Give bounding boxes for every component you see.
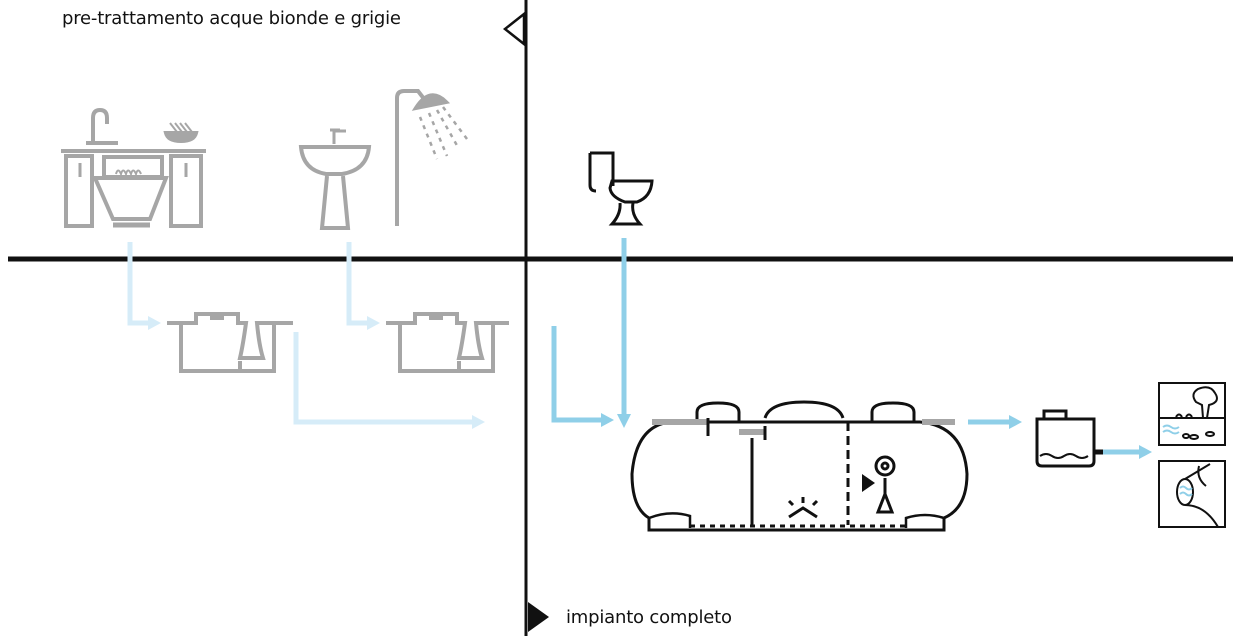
pump-arrow-icon (862, 474, 875, 492)
soil-water-waves (1162, 424, 1180, 435)
drain-water-waves (1179, 485, 1193, 497)
complete-arrowheads (601, 413, 1152, 459)
pretreatment-arrowheads (148, 316, 485, 429)
complete-flow (551, 238, 1140, 455)
three-chamber-tank-icon (630, 400, 969, 532)
toilet-icon (588, 151, 654, 226)
open-triangle-left-icon (502, 11, 526, 47)
drain-pipe-icon (1158, 460, 1226, 528)
grease-trap-tank-icon (167, 312, 293, 373)
complete-system-label: impianto completo (566, 607, 732, 628)
soil-dispersion-icon (1158, 382, 1226, 446)
shower-icon (395, 89, 471, 226)
pretreatment-flow (127, 242, 472, 425)
kitchen-sink-dishwasher-icon (61, 107, 206, 228)
filled-triangle-right-icon (528, 602, 549, 632)
tank-pipe-stubs (706, 418, 767, 440)
grease-trap-tank-icon (386, 312, 509, 373)
washbasin-icon (298, 128, 372, 230)
tank-inlet-pipes (652, 419, 955, 435)
filter-box-icon (1035, 409, 1103, 468)
pretreatment-label: pre-trattamento acque bionde e grigie (62, 8, 401, 29)
